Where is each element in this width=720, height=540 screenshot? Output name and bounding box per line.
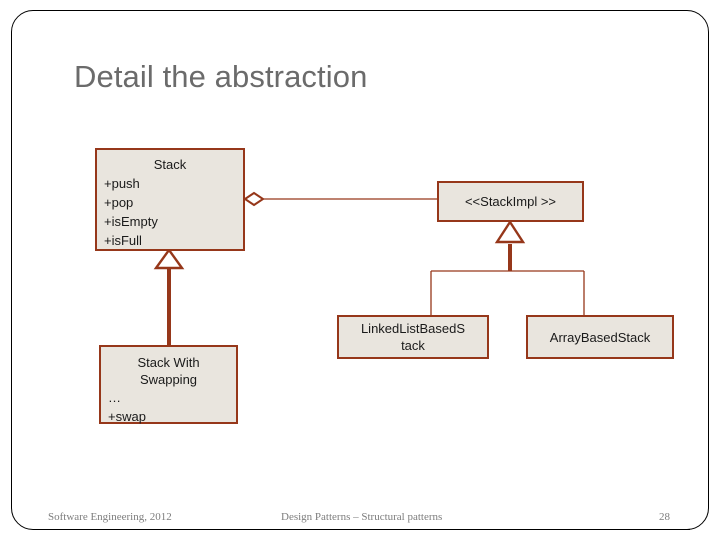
footer-separator — [43, 529, 690, 530]
aggregation-connector-stack-stackimpl — [243, 191, 437, 207]
footer-left-text: Software Engineering, 2012 — [48, 511, 172, 523]
uml-class-stack-title: Stack — [153, 157, 187, 172]
footer-page-number: 28 — [659, 511, 670, 523]
page-title: Detail the abstraction — [74, 59, 368, 94]
generalization-connector-impls-stackimpl — [430, 219, 585, 315]
uml-class-stack-with-swapping-title: Stack With Swapping — [137, 355, 200, 387]
uml-class-linkedlistbasedstack-title: LinkedListBasedS tack — [360, 321, 466, 353]
aggregation-diamond-icon — [243, 191, 265, 207]
generalization-triangle-icon — [494, 219, 526, 244]
uml-class-stack-with-swapping[interactable]: Stack With Swapping … +swap — [99, 345, 238, 424]
uml-interface-stackimpl-title: <<StackImpl >> — [464, 194, 557, 209]
uml-class-stack-member-isempty: +isEmpty — [104, 214, 158, 229]
uml-class-linkedlistbasedstack[interactable]: LinkedListBasedS tack — [337, 315, 489, 359]
footer-center-text: Design Patterns – Structural patterns — [281, 511, 443, 523]
uml-class-stack[interactable]: Stack +push +pop +isEmpty +isFull — [95, 148, 245, 251]
uml-class-stack-member-push: +push — [104, 176, 140, 191]
uml-class-arraybasedstack-title: ArrayBasedStack — [549, 329, 651, 345]
generalization-triangle-icon — [153, 247, 185, 270]
uml-class-stack-member-isfull: +isFull — [104, 233, 142, 248]
uml-class-arraybasedstack[interactable]: ArrayBasedStack — [526, 315, 674, 359]
uml-class-stack-with-swapping-member-swap: +swap — [108, 409, 146, 424]
uml-class-stack-member-pop: +pop — [104, 195, 134, 210]
generalization-connector-swapping-stack — [153, 247, 185, 345]
uml-interface-stackimpl[interactable]: <<StackImpl >> — [437, 181, 584, 222]
uml-class-stack-with-swapping-member-ellipsis: … — [108, 390, 121, 405]
